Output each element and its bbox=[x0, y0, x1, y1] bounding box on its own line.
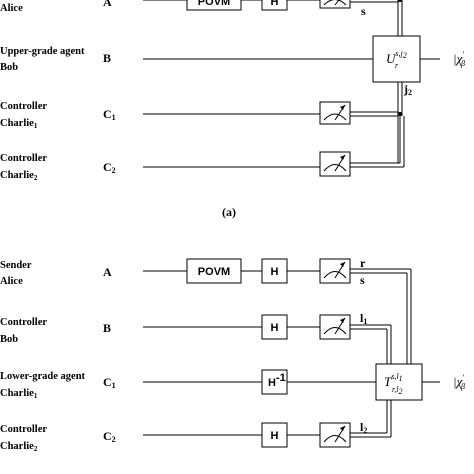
top-classical-wires bbox=[350, 0, 405, 168]
top-povm-box bbox=[186, 0, 242, 11]
bottom-h-label-b: H bbox=[271, 322, 279, 334]
top-h-box bbox=[261, 0, 288, 11]
bottom-party-bob-name: Bob bbox=[0, 334, 18, 345]
top-meter-c2 bbox=[319, 151, 351, 177]
top-unitary-box bbox=[372, 35, 421, 83]
bottom-signal-l1: l1 bbox=[360, 311, 367, 326]
bottom-meter-a bbox=[319, 258, 351, 284]
bottom-povm-label: POVM bbox=[198, 266, 230, 278]
bottom-qubit-a: A bbox=[103, 265, 112, 279]
top-meter-a bbox=[319, 0, 351, 9]
top-output-state: |χ′β bbox=[453, 50, 465, 68]
bottom-h-label-c2: H bbox=[271, 430, 279, 442]
bottom-signal-s: s bbox=[360, 273, 365, 287]
bottom-h-box-a bbox=[261, 258, 288, 284]
bottom-qubit-c2: C2 bbox=[103, 429, 116, 444]
bottom-party-charlie1-name: Charlie1 bbox=[0, 388, 38, 400]
bottom-meter-b bbox=[319, 314, 351, 340]
bottom-party-charlie2-role: Controller bbox=[0, 424, 47, 435]
top-party-charlie1-name: Charlie1 bbox=[0, 118, 38, 130]
bottom-meter-c2 bbox=[319, 422, 351, 448]
bottom-party-sender-role: Sender bbox=[0, 260, 32, 271]
top-signal-s: s bbox=[361, 4, 366, 18]
top-party-charlie2-name: Charlie2 bbox=[0, 170, 38, 182]
bottom-h-box-b bbox=[261, 314, 288, 340]
bottom-povm-box bbox=[186, 258, 242, 284]
bottom-h-box-c2 bbox=[261, 422, 288, 448]
top-qubit-b: B bbox=[103, 51, 111, 65]
top-party-alice: Alice bbox=[0, 3, 23, 14]
top-junction-c1 bbox=[398, 112, 402, 116]
top-party-charlie2-role: Controller bbox=[0, 153, 47, 164]
top-party-bob-role: Upper-grade agent bbox=[0, 46, 85, 57]
bottom-party-charlie2-name: Charlie2 bbox=[0, 441, 38, 453]
top-meter-c1 bbox=[319, 101, 351, 125]
bottom-party-bob-role: Controller bbox=[0, 317, 47, 328]
top-party-charlie1-role: Controller bbox=[0, 101, 47, 112]
top-qubit-c1: C1 bbox=[103, 107, 116, 122]
bottom-qubit-c1: C1 bbox=[103, 375, 116, 390]
bottom-signal-l2: l2 bbox=[360, 420, 367, 435]
bottom-party-charlie1-role: Lower-grade agent bbox=[0, 371, 86, 382]
bottom-hinv-box bbox=[261, 369, 288, 395]
bottom-party-sender-name: Alice bbox=[0, 276, 23, 287]
top-signal-j2: j2 bbox=[403, 82, 412, 97]
bottom-classical-wires bbox=[350, 268, 412, 438]
bottom-hinv-label: H-1 bbox=[268, 372, 286, 389]
top-party-bob-name: Bob bbox=[0, 62, 18, 73]
top-qubit-c2: C2 bbox=[103, 160, 116, 175]
top-qubit-a: A bbox=[103, 0, 112, 9]
top-povm-label: POVM bbox=[198, 0, 230, 8]
bottom-qubit-b: B bbox=[103, 321, 111, 335]
top-junction-a bbox=[398, 0, 402, 2]
bottom-signal-r: r bbox=[360, 256, 366, 270]
bottom-output-state: |χ′β bbox=[453, 373, 465, 391]
bottom-h-label-a: H bbox=[271, 266, 279, 278]
top-h-label: H bbox=[271, 0, 279, 8]
top-circuit: Alice Upper-grade agent Bob Controller C… bbox=[0, 0, 465, 182]
bottom-unitary-box bbox=[375, 363, 423, 401]
caption-a: (a) bbox=[222, 205, 236, 219]
bottom-circuit: Sender Alice Controller Bob Lower-grade … bbox=[0, 256, 465, 453]
